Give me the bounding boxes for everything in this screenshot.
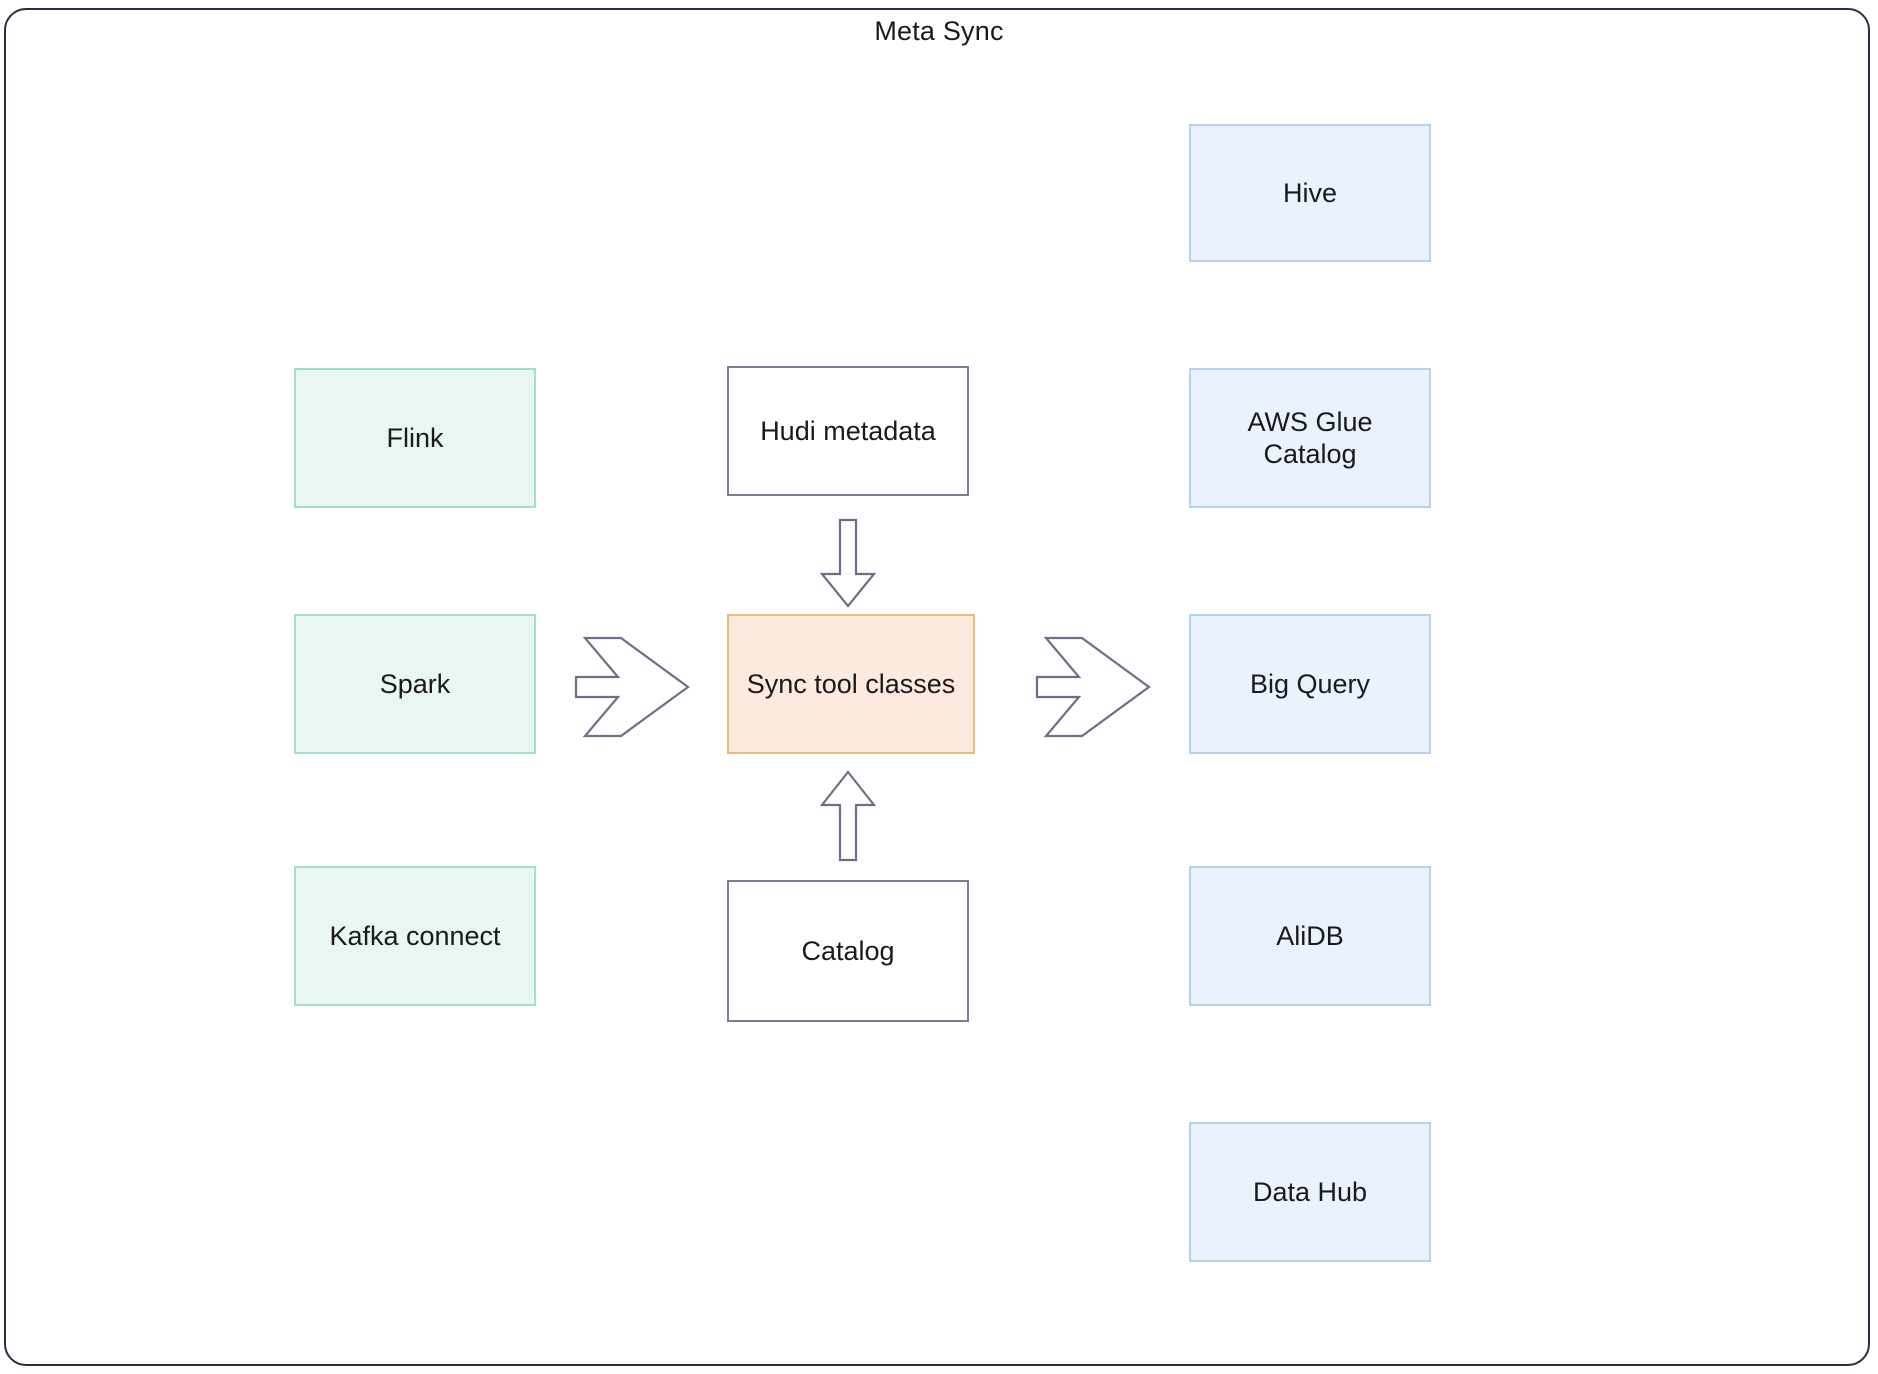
node-alidb[interactable]: AliDB [1189,866,1431,1006]
node-hudi-metadata[interactable]: Hudi metadata [727,366,969,496]
node-label: AWS Glue Catalog [1247,406,1373,469]
node-kafka-connect[interactable]: Kafka connect [294,866,536,1006]
node-label: AliDB [1276,920,1344,951]
chevron-right-arrow-sources-to-sync [572,632,692,742]
node-hive[interactable]: Hive [1189,124,1431,262]
node-big-query[interactable]: Big Query [1189,614,1431,754]
page-title: Meta Sync [874,16,1004,46]
chevron-right-arrow-sync-to-targets [1033,632,1153,742]
node-label: Hive [1282,177,1337,208]
node-label: Hudi metadata [760,415,936,446]
node-sync-tool-classes[interactable]: Sync tool classes [727,614,975,754]
node-label: Data Hub [1252,1176,1368,1207]
node-label: Spark [379,668,451,699]
node-label: Big Query [1249,668,1371,699]
node-label: Kafka connect [329,920,501,951]
node-catalog[interactable]: Catalog [727,880,969,1022]
node-data-hub[interactable]: Data Hub [1189,1122,1431,1262]
node-spark[interactable]: Spark [294,614,536,754]
node-label: Catalog [801,935,895,966]
node-aws-glue-catalog[interactable]: AWS Glue Catalog [1189,368,1431,508]
node-flink[interactable]: Flink [294,368,536,508]
node-label: Flink [386,422,444,453]
block-arrow-up-catalog-to-sync [818,770,878,862]
node-label: Sync tool classes [746,668,956,699]
block-arrow-down-hudi-to-sync [818,518,878,608]
